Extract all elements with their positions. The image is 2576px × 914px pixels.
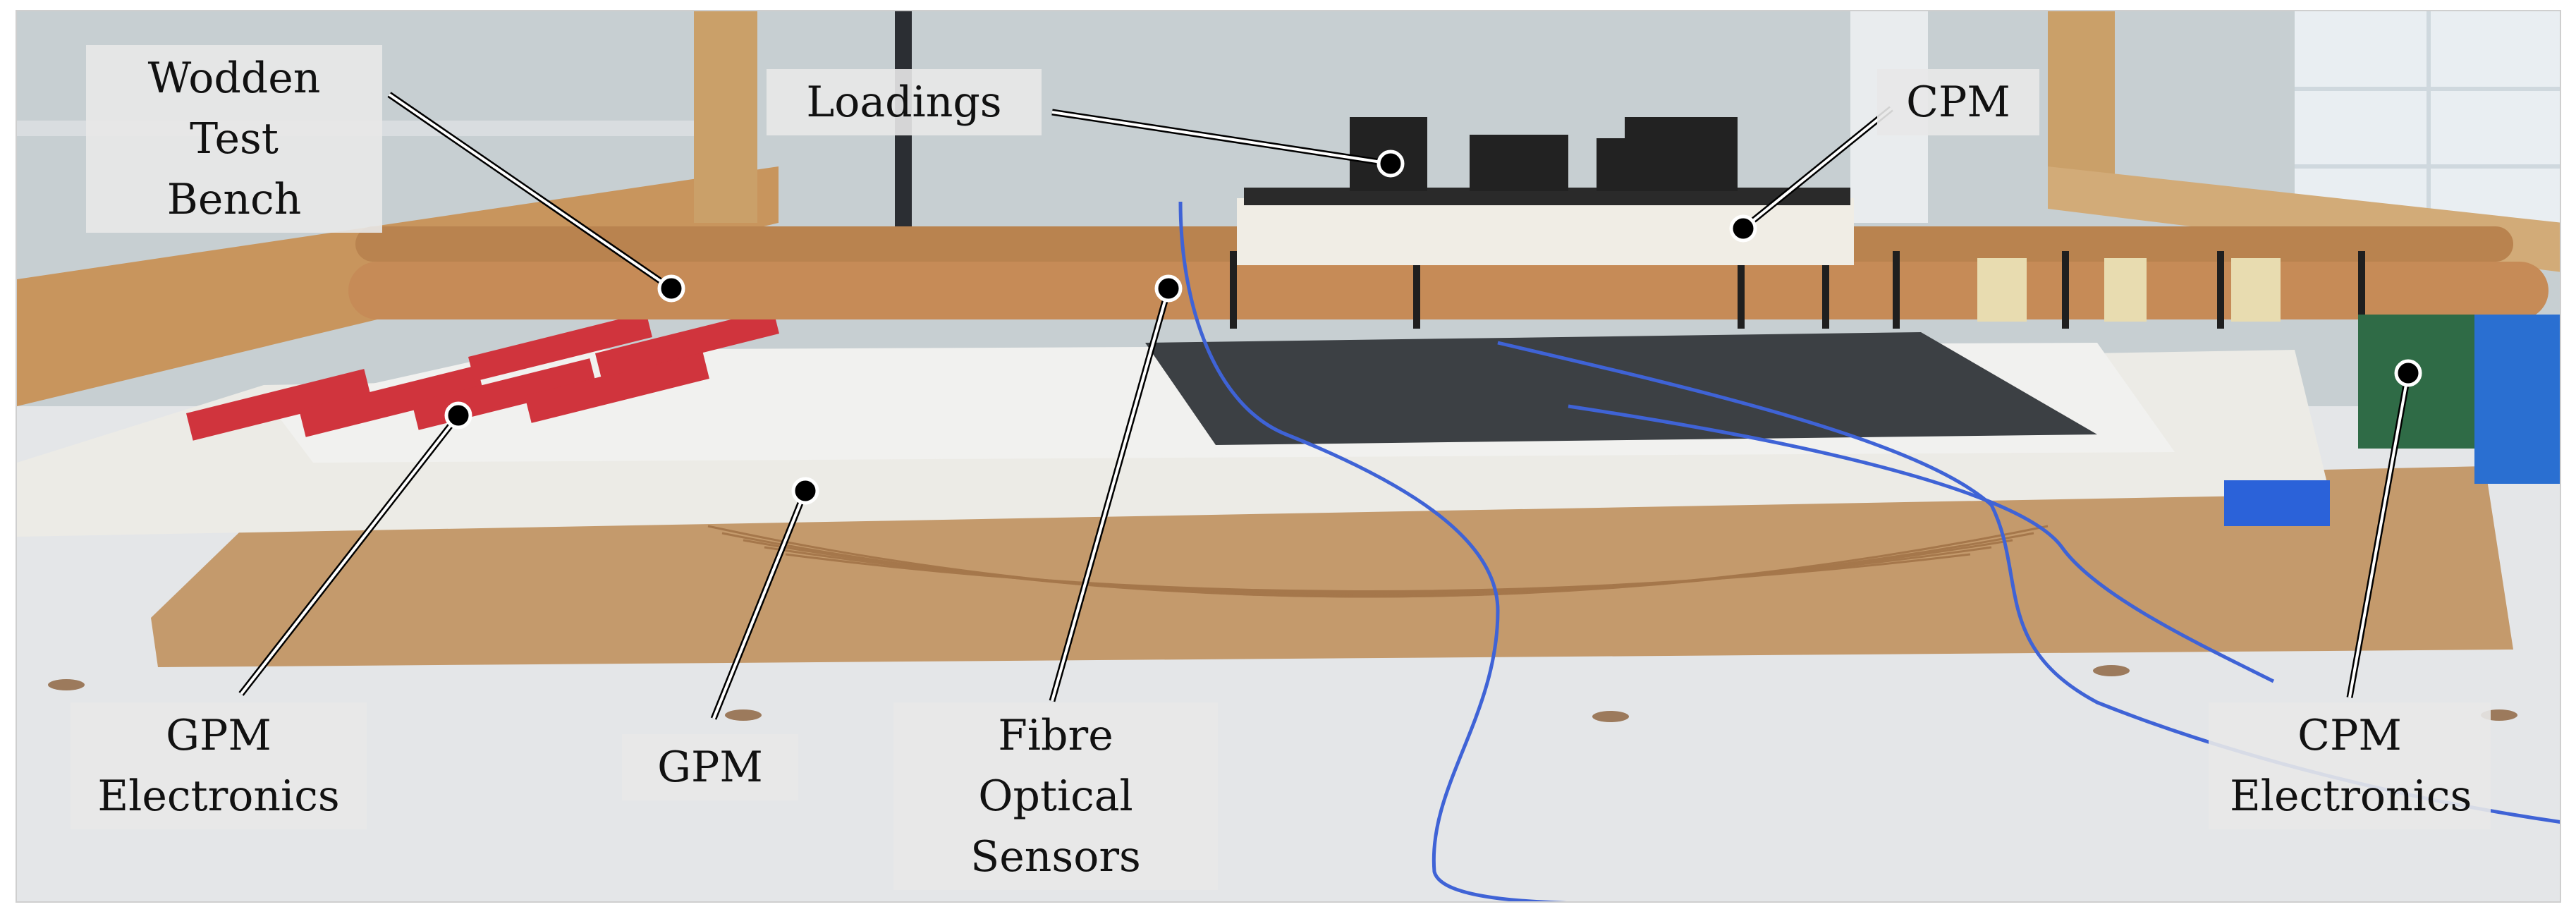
wall-shelf [17, 121, 694, 136]
blue-tape [2224, 480, 2330, 526]
cpm-electronics-blue-box [2474, 315, 2560, 484]
mdf-grooves [707, 525, 2049, 598]
lab-scene-illustration [17, 11, 2560, 901]
rod-tape-bands [1977, 258, 2281, 322]
bench-post-right [2048, 11, 2115, 181]
cpm-electronics-board [2358, 315, 2474, 449]
cpm-plate [1237, 198, 1854, 265]
loadings-weights [1350, 117, 1738, 191]
wall-pipe [895, 11, 912, 265]
cable-ties [1230, 251, 2365, 329]
pillar-white [1850, 11, 1928, 223]
photo [16, 10, 2561, 903]
bench-post-left [694, 11, 757, 223]
gpm-sensor-area [1145, 332, 2097, 445]
